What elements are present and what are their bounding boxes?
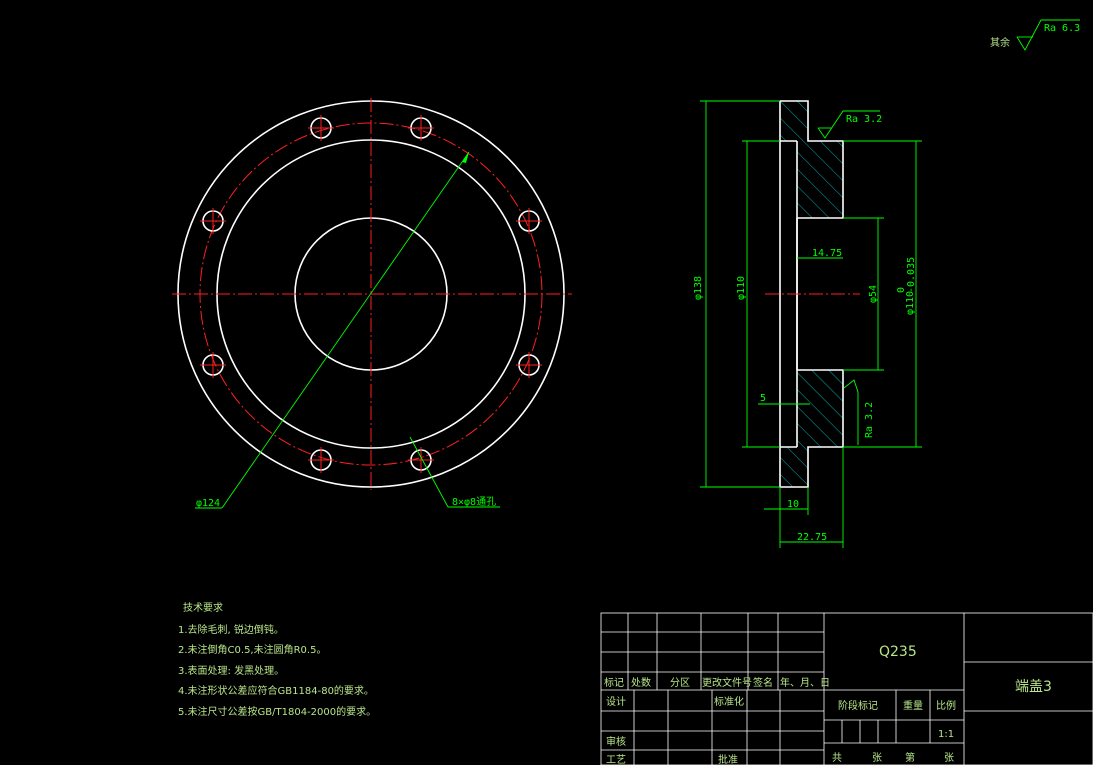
svg-text:1:1: 1:1: [938, 729, 954, 740]
svg-text:22.75: 22.75: [797, 532, 827, 543]
holes-leader: [409, 436, 449, 508]
svg-text:年、月、日: 年、月、日: [780, 676, 830, 689]
section-view: Ra 3.2 Ra 3.2 φ138 φ110 φ54 φ110 0 -0.03…: [693, 100, 922, 548]
svg-text:1.去除毛刺, 锐边倒钝。: 1.去除毛刺, 锐边倒钝。: [178, 623, 284, 636]
pcd-dim-line: [221, 151, 470, 509]
svg-text:标准化: 标准化: [714, 695, 744, 708]
svg-text:其余: 其余: [990, 36, 1010, 49]
svg-text:0: 0: [896, 287, 907, 293]
svg-text:φ110: φ110: [905, 291, 916, 315]
bolt-holes: [200, 115, 542, 473]
svg-text:3.表面处理: 发黑处理。: 3.表面处理: 发黑处理。: [178, 664, 284, 677]
svg-text:φ110: φ110: [736, 276, 747, 300]
general-roughness-symbol: 其余 Ra 6.3: [990, 19, 1080, 51]
svg-text:设计: 设计: [606, 695, 626, 708]
svg-text:张: 张: [944, 752, 954, 764]
svg-text:5: 5: [760, 393, 766, 404]
svg-text:比例: 比例: [936, 699, 956, 712]
svg-text:批准: 批准: [718, 753, 738, 765]
part-name: 端盖3: [1015, 679, 1052, 695]
svg-text:张: 张: [872, 752, 882, 764]
front-view: φ124 8×φ8通孔: [172, 98, 572, 509]
title-block: Q235 端盖3 标记 处数 分区 更改文件号 签名 年、月、日 设计 标准化 …: [600, 612, 1093, 765]
svg-text:Ra 6.3: Ra 6.3: [1044, 23, 1080, 34]
holes-note: 8×φ8通孔: [452, 496, 496, 508]
svg-text:5.未注尺寸公差按GB/T1804-2000的要求。: 5.未注尺寸公差按GB/T1804-2000的要求。: [178, 705, 376, 718]
svg-text:Ra 3.2: Ra 3.2: [846, 114, 882, 125]
svg-text:技术要求: 技术要求: [183, 601, 223, 614]
pcd-dim-text: φ124: [196, 498, 220, 509]
svg-text:φ138: φ138: [693, 276, 704, 300]
svg-text:更改文件号: 更改文件号: [702, 676, 752, 689]
svg-text:分区: 分区: [670, 677, 690, 689]
svg-text:Ra 3.2: Ra 3.2: [864, 402, 875, 438]
svg-text:14.75: 14.75: [812, 248, 842, 259]
svg-text:工艺: 工艺: [606, 754, 626, 765]
material: Q235: [879, 644, 917, 660]
svg-text:重量: 重量: [903, 699, 923, 712]
tech-requirements: 技术要求 1.去除毛刺, 锐边倒钝。 2.未注倒角C0.5,未注圆角R0.5。 …: [178, 601, 376, 718]
svg-text:10: 10: [787, 499, 799, 510]
svg-text:共: 共: [832, 752, 842, 764]
svg-text:阶段标记: 阶段标记: [838, 699, 878, 712]
svg-text:2.未注倒角C0.5,未注圆角R0.5。: 2.未注倒角C0.5,未注圆角R0.5。: [178, 643, 326, 656]
svg-text:审核: 审核: [606, 735, 626, 748]
svg-text:标记: 标记: [604, 677, 624, 689]
svg-text:处数: 处数: [631, 676, 651, 689]
svg-text:4.未注形状公差应符合GB1184-80的要求。: 4.未注形状公差应符合GB1184-80的要求。: [178, 684, 374, 697]
svg-text:第: 第: [905, 751, 915, 764]
svg-text:签名: 签名: [753, 676, 773, 689]
svg-text:-0.035: -0.035: [906, 257, 917, 293]
svg-text:φ54: φ54: [868, 285, 879, 303]
